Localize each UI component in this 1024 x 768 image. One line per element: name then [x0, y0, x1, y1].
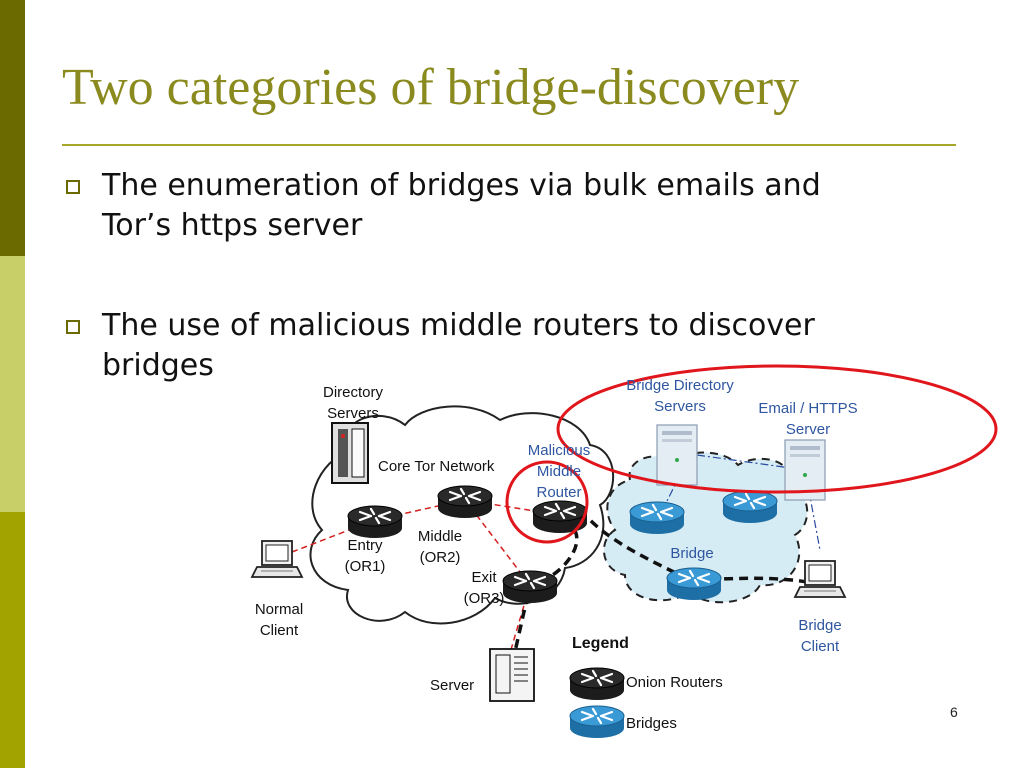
- bullet-square-icon: [66, 320, 80, 334]
- bridge-circuit-path: [510, 514, 809, 666]
- bridge-router-icon: [628, 500, 686, 536]
- bullet-1-line-2: Tor’s https server: [102, 208, 363, 243]
- bullet-2-line-1: The use of malicious middle routers to d…: [102, 308, 815, 343]
- bullet-square-icon: [66, 180, 80, 194]
- bridge-directory-highlight: [556, 364, 998, 494]
- directory-server-icon: [331, 422, 369, 484]
- slide-sidebar: [0, 0, 25, 768]
- bridge-label: Bridge: [670, 545, 713, 562]
- bullet-1-line-1: The enumeration of bridges via bulk emai…: [102, 168, 821, 203]
- server-label: Server: [430, 677, 474, 694]
- entry-router-icon: [346, 504, 404, 540]
- legend-bridge-icon: [568, 704, 626, 740]
- title-underline: [62, 144, 956, 146]
- core-tor-network-label: Core Tor Network: [378, 458, 495, 475]
- middle-router-icon: [436, 484, 494, 520]
- legend-onion-router-icon: [568, 666, 626, 702]
- normal-client-laptop-icon: [251, 540, 303, 578]
- bridge-network-cloud: [602, 451, 809, 604]
- legend-title: Legend: [572, 635, 629, 652]
- sidebar-band-bottom: [0, 512, 25, 768]
- middle-label: Middle(OR2): [418, 528, 462, 566]
- bridge-directory-link: [696, 454, 821, 551]
- slide-title: Two categories of bridge-discovery: [62, 59, 800, 116]
- malicious-router-highlight: [505, 460, 589, 544]
- bridge-client-laptop-icon: [794, 560, 846, 598]
- sidebar-band-middle: [0, 256, 25, 512]
- legend-onion-routers-label: Onion Routers: [626, 674, 723, 691]
- exit-router-icon: [501, 569, 559, 605]
- bridge-router-icon: [665, 566, 723, 602]
- page-number: 6: [950, 704, 958, 720]
- legend-bridges-label: Bridges: [626, 715, 677, 732]
- sidebar-band-top: [0, 0, 25, 256]
- exit-label: Exit(OR3): [464, 569, 505, 607]
- bullet-2-line-2: bridges: [102, 348, 214, 383]
- diagram-legend: Legend Onion Routers Bridges: [568, 635, 723, 740]
- bridge-router-icon: [721, 489, 779, 525]
- entry-label: Entry(OR1): [345, 537, 386, 575]
- destination-server-icon: [489, 648, 535, 702]
- bridge-directory-server-icon: [656, 424, 698, 486]
